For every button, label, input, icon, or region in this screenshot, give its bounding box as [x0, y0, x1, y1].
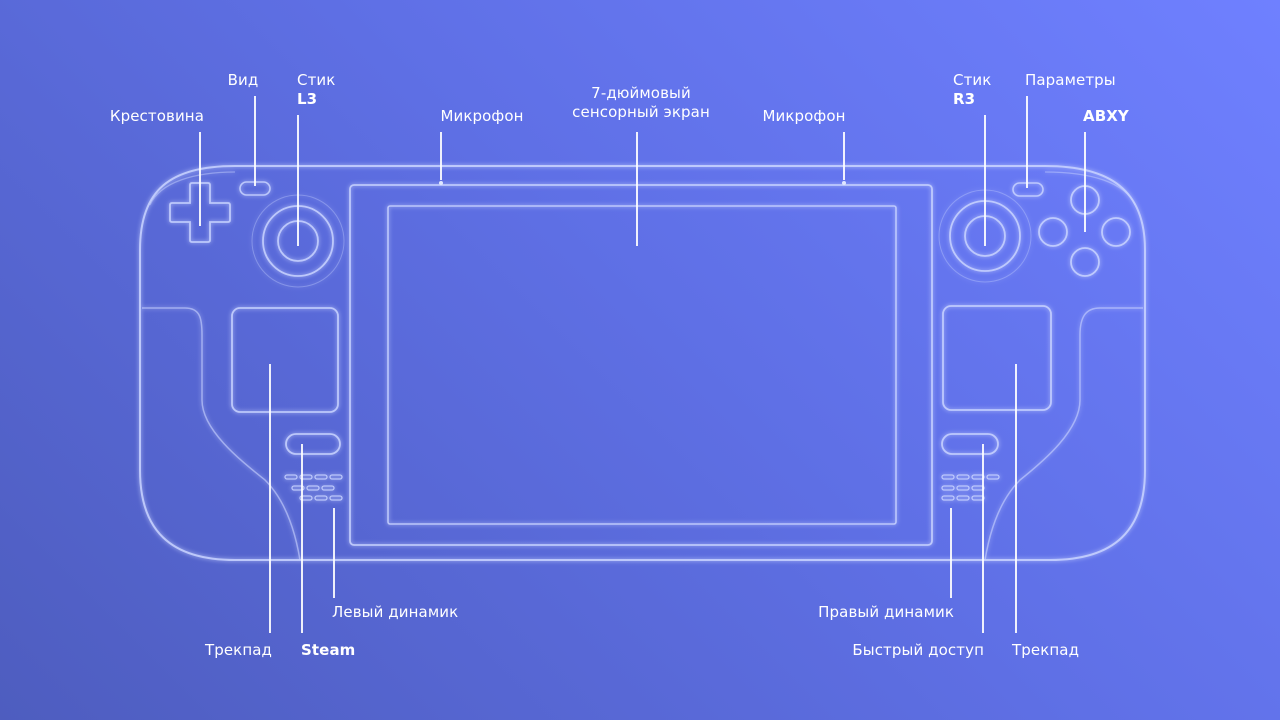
label-trackpad-right: Трекпад	[1012, 641, 1079, 660]
label-quick-access-text: Быстрый доступ	[852, 641, 984, 659]
label-dpad-text: Крестовина	[109, 107, 204, 125]
label-trackpad-left-text: Трекпад	[204, 641, 272, 659]
label-dpad: Крестовина	[110, 107, 204, 126]
left-grip-line	[142, 307, 301, 561]
left-microphone-icon	[439, 181, 443, 185]
label-speaker-right: Правый динамик	[818, 603, 954, 622]
label-mic-left-text: Микрофон	[440, 107, 524, 125]
label-view-text: Вид	[227, 71, 259, 89]
screen-display	[387, 205, 897, 525]
button-a-icon	[1070, 247, 1100, 277]
label-mic-right: Микрофон	[762, 107, 845, 126]
options-button-icon	[1012, 182, 1044, 197]
label-right-stick-line1: Стик	[953, 71, 992, 89]
quick-access-button-icon	[941, 433, 999, 455]
label-speaker-left: Левый динамик	[332, 603, 458, 622]
label-trackpad-left: Трекпад	[205, 641, 272, 660]
label-left-stick-line1: Стик	[297, 71, 336, 89]
right-trackpad-icon	[942, 305, 1052, 411]
label-steam-text: Steam	[301, 641, 356, 659]
label-screen-line1: 7-дюймовый	[591, 84, 691, 102]
label-view: Вид	[228, 71, 259, 90]
steam-button-icon	[285, 433, 341, 455]
label-speaker-right-text: Правый динамик	[818, 603, 954, 621]
label-options: Параметры	[1025, 71, 1116, 90]
label-abxy-text: ABXY	[1083, 107, 1129, 125]
left-trackpad-icon	[231, 307, 339, 413]
label-screen: 7-дюймовый сенсорный экран	[572, 84, 710, 122]
right-speaker-grill-icon	[941, 474, 1000, 501]
device-outline	[139, 165, 1146, 561]
label-screen-line2: сенсорный экран	[572, 103, 710, 121]
left-shoulder-line	[149, 171, 236, 206]
label-speaker-left-text: Левый динамик	[332, 603, 459, 621]
button-b-icon	[1101, 217, 1131, 247]
label-mic-right-text: Микрофон	[762, 107, 846, 125]
label-steam: Steam	[301, 641, 355, 660]
right-shoulder-line	[1044, 171, 1136, 206]
device-body	[139, 165, 1146, 561]
label-right-stick-line2: R3	[953, 90, 976, 108]
button-x-icon	[1038, 217, 1068, 247]
label-mic-left: Микрофон	[440, 107, 523, 126]
label-left-stick: Стик L3	[297, 71, 335, 109]
left-speaker-grill-icon	[284, 474, 343, 501]
label-abxy: ABXY	[1083, 107, 1129, 126]
label-left-stick-line2: L3	[297, 90, 318, 108]
leader-lines	[199, 96, 1086, 633]
right-microphone-icon	[842, 181, 846, 185]
label-right-stick: Стик R3	[953, 71, 991, 109]
label-options-text: Параметры	[1025, 71, 1116, 89]
dpad-icon	[169, 182, 231, 243]
label-quick-access: Быстрый доступ	[852, 641, 984, 660]
label-trackpad-right-text: Трекпад	[1012, 641, 1080, 659]
right-grip-line	[984, 307, 1143, 561]
screen-bezel	[349, 184, 933, 546]
